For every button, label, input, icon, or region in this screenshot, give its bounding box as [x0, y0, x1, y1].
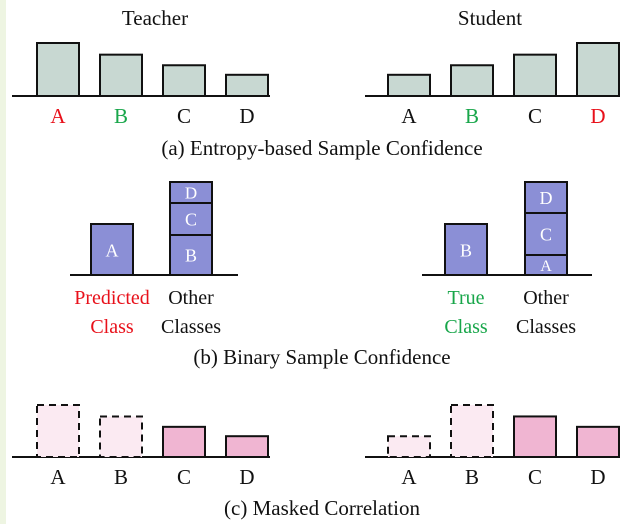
panel-c-caption: (c) Masked Correlation [224, 496, 420, 520]
bar-d [225, 73, 269, 98]
tick-label-a: A [50, 465, 66, 489]
tick-label-c: C [528, 104, 542, 128]
bar-b [99, 53, 143, 97]
teacher-bars: A B C D [12, 42, 270, 128]
stack-segment-c [524, 212, 568, 256]
stack-letter-a: A [540, 258, 552, 275]
bar-c [513, 415, 557, 459]
single-label-line1: Predicted [74, 287, 150, 309]
bar-b [99, 415, 143, 459]
tick-label-b: B [465, 104, 479, 128]
stack-label-line2: Classes [516, 316, 576, 338]
panel-c: A B C D A B C D (c) Masked Correlation [12, 404, 620, 520]
stack-letter-d: D [540, 188, 553, 208]
stack-segment-d [524, 181, 568, 214]
tick-label-a: A [401, 104, 417, 128]
tick-label-b: B [114, 465, 128, 489]
bar-a [387, 73, 431, 98]
tick-label-c: C [177, 465, 191, 489]
tick-label-d: D [590, 104, 605, 128]
single-label-line2: Class [90, 316, 134, 338]
tick-label-b: B [465, 465, 479, 489]
single-class-bar [444, 223, 488, 276]
single-class-letter: A [106, 241, 119, 261]
student-bars: A B C D [365, 42, 620, 128]
tick-label-d: D [239, 465, 254, 489]
bar-d [576, 425, 620, 458]
single-label-line1: True [447, 287, 484, 309]
panel-a-caption: (a) Entropy-based Sample Confidence [161, 136, 482, 160]
student-masked-bars: A B C D [365, 404, 620, 489]
stack-label-line1: Other [168, 287, 214, 309]
tick-label-a: A [50, 104, 66, 128]
stack-letter-c: C [540, 224, 552, 244]
stack-segment-d [169, 181, 213, 204]
bar-d [225, 435, 269, 459]
stack-segment-c [169, 202, 213, 236]
tick-label-c: C [528, 465, 542, 489]
left-strip [0, 0, 6, 524]
tick-label-a: A [401, 465, 417, 489]
tick-label-c: C [177, 104, 191, 128]
bar-b [450, 64, 494, 98]
bar-c [162, 64, 206, 98]
bar-a [36, 404, 80, 458]
stack-letter-b: B [185, 245, 197, 265]
student-title: Student [458, 6, 522, 30]
single-class-letter: B [460, 241, 472, 261]
bar-a [387, 435, 431, 459]
panel-b-caption: (b) Binary Sample Confidence [193, 345, 450, 369]
teacher-masked-bars: A B C D [12, 404, 270, 489]
teacher-title: Teacher [122, 6, 188, 30]
bar-b [450, 404, 494, 458]
tick-label-d: D [590, 465, 605, 489]
stack-label-line1: Other [523, 287, 569, 309]
tick-label-d: D [239, 104, 254, 128]
stack-label-line2: Classes [161, 316, 221, 338]
panel-a: Teacher Student A B C D A B C D (a) Entropy-ba… [12, 6, 620, 160]
bar-c [513, 53, 557, 97]
single-class-bar [90, 223, 134, 276]
stack-letter-c: C [185, 209, 197, 229]
single-label-line2: Class [444, 316, 488, 338]
bar-c [162, 425, 206, 458]
bar-a [36, 42, 80, 97]
stack-segment-b [169, 234, 213, 276]
bar-d [576, 42, 620, 97]
tick-label-b: B [114, 104, 128, 128]
stack-letter-d: D [185, 184, 197, 203]
